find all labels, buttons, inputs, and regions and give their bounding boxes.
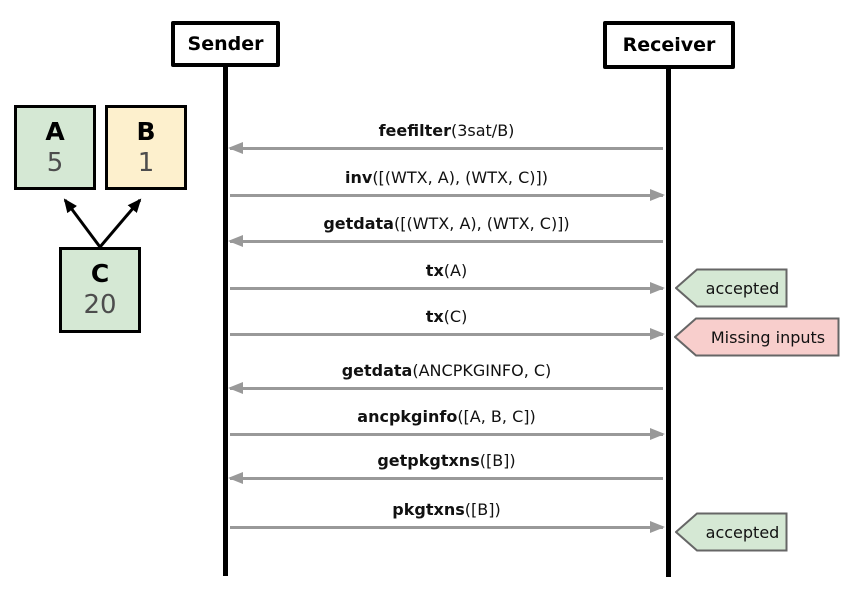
message-args: ([B]) (464, 500, 501, 519)
message-arrow-inv (230, 189, 665, 201)
message-label-getpkgtxns: getpkgtxns([B]) (230, 450, 663, 472)
message-label-tx-c: tx(C) (230, 306, 663, 328)
tag-shape (675, 512, 788, 552)
message-arrow-getdata-ancpkginfo (228, 382, 663, 394)
message-label-getdata-ancpkginfo: getdata(ANCPKGINFO, C) (230, 360, 663, 382)
tag-polygon (675, 268, 788, 308)
tag-label: accepted (705, 278, 780, 298)
message-label-inv: inv([(WTX, A), (WTX, C)]) (230, 167, 663, 189)
message-args: ([B]) (479, 451, 516, 470)
message-label-pkgtxns: pkgtxns([B]) (230, 499, 663, 521)
message-label-feefilter: feefilter(3sat/B) (230, 120, 663, 142)
message-arrow-pkgtxns (230, 521, 665, 533)
tag-shape (675, 268, 788, 308)
message-args: (C) (443, 307, 468, 326)
tag-label: Missing inputs (710, 327, 826, 347)
message-args: ([(WTX, A), (WTX, C)]) (393, 214, 570, 233)
tag-label: accepted (705, 522, 780, 542)
message-args: ([(WTX, A), (WTX, C)]) (372, 168, 548, 187)
tag-polygon (675, 512, 788, 552)
actor-receiver-label: Receiver (622, 34, 716, 56)
message-args: ([A, B, C]) (457, 407, 536, 426)
status-tag-accepted-tx-a: accepted (675, 268, 788, 308)
edge-C-to-A-arrow (63, 198, 102, 248)
message-arrow-ancpkginfo (230, 428, 665, 440)
message-method: pkgtxns (392, 500, 465, 519)
actor-receiver: Receiver (603, 21, 735, 69)
message-args: (A) (443, 261, 468, 280)
message-label-tx-a: tx(A) (230, 260, 663, 282)
message-method: tx (425, 307, 444, 326)
dependency-arrows (63, 198, 142, 248)
message-label-ancpkginfo: ancpkginfo([A, B, C]) (230, 406, 663, 428)
message-arrow-tx-a (230, 282, 665, 294)
tag-shape (674, 317, 840, 357)
status-tag-accepted-pkgtxns: accepted (675, 512, 788, 552)
edge-C-to-B-arrow (98, 198, 142, 248)
message-args: (ANCPKGINFO, C) (412, 361, 552, 380)
tx-node-B-label: B (136, 116, 156, 146)
message-label-getdata-wtx: getdata([(WTX, A), (WTX, C)]) (230, 213, 663, 235)
tag-polygon (674, 317, 840, 357)
actor-sender-label: Sender (187, 33, 264, 55)
tx-node-A-label: A (45, 116, 65, 146)
tx-node-C-fee: 20 (83, 290, 117, 320)
actor-sender: Sender (171, 21, 280, 67)
tx-node-B: B 1 (105, 105, 187, 190)
message-arrow-tx-c (230, 328, 665, 340)
status-tag-missing-inputs-tx-c: Missing inputs (674, 317, 840, 357)
tx-node-A: A 5 (14, 105, 96, 190)
tx-node-B-fee: 1 (137, 147, 155, 178)
message-arrow-getdata-wtx (228, 235, 663, 247)
message-method: getdata (323, 214, 394, 233)
message-arrow-getpkgtxns (228, 472, 663, 484)
message-method: getpkgtxns (377, 451, 480, 470)
message-method: feefilter (378, 121, 451, 140)
message-method: tx (425, 261, 444, 280)
message-method: getdata (341, 361, 413, 380)
message-args: (3sat/B) (450, 121, 515, 140)
message-method: inv (345, 168, 373, 187)
sender-lifeline (223, 65, 228, 576)
message-method: ancpkginfo (357, 407, 458, 426)
tx-node-A-fee: 5 (46, 147, 64, 178)
tx-node-C-label: C (90, 259, 110, 288)
receiver-lifeline (666, 66, 671, 577)
message-arrow-feefilter (228, 142, 663, 154)
tx-node-C: C 20 (59, 247, 141, 333)
